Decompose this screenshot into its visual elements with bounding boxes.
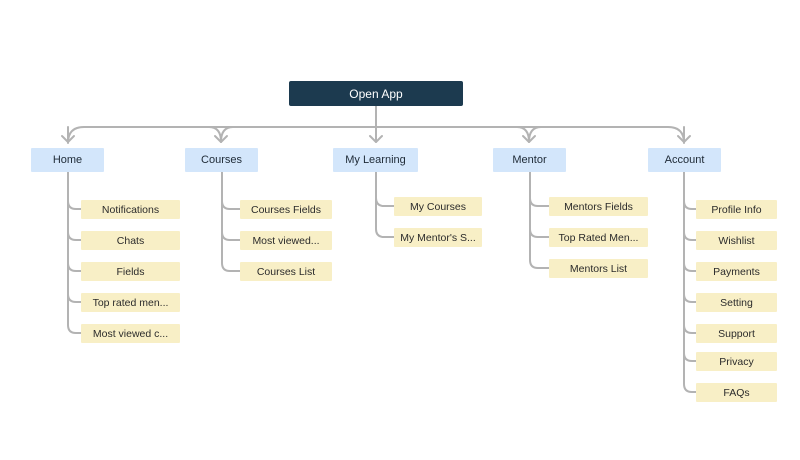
arrowhead-3 xyxy=(522,135,536,143)
arrowhead-2 xyxy=(369,135,383,143)
leaf-faqs: FAQs xyxy=(696,383,777,402)
category-courses: Courses xyxy=(185,148,258,172)
leaf-connector-1-1 xyxy=(221,231,241,241)
leaf-connector-3-1 xyxy=(529,228,550,238)
leaf-wishlist: Wishlist xyxy=(696,231,777,250)
leaf-profile-info: Profile Info xyxy=(696,200,777,219)
leaf-privacy: Privacy xyxy=(696,352,777,371)
leaf-connector-0-2 xyxy=(67,262,82,272)
leaf-connector-2-1 xyxy=(375,171,395,238)
leaf-most-viewed-courses: Most viewed c... xyxy=(81,324,180,343)
leaf-connector-4-5 xyxy=(683,352,697,362)
leaf-connector-4-4 xyxy=(683,324,697,334)
category-my-learning: My Learning xyxy=(333,148,418,172)
leaf-connector-4-1 xyxy=(683,231,697,241)
leaf-connector-0-1 xyxy=(67,231,82,241)
leaf-my-courses: My Courses xyxy=(394,197,482,216)
category-branch-b-3 xyxy=(528,126,542,143)
leaf-fields: Fields xyxy=(81,262,180,281)
leaf-connector-3-0 xyxy=(529,197,550,207)
leaf-connector-1-0 xyxy=(221,200,241,210)
arrowhead-0 xyxy=(61,135,75,143)
leaf-connector-2-0 xyxy=(375,197,395,207)
category-account: Account xyxy=(648,148,721,172)
arrowhead-1 xyxy=(214,135,228,143)
leaf-connector-0-4 xyxy=(67,171,82,334)
leaf-notifications: Notifications xyxy=(81,200,180,219)
leaf-courses-list: Courses List xyxy=(240,262,332,281)
leaf-connector-4-6 xyxy=(683,171,697,393)
leaf-most-viewed: Most viewed... xyxy=(240,231,332,250)
leaf-chats: Chats xyxy=(81,231,180,250)
leaf-connector-4-2 xyxy=(683,262,697,272)
leaf-payments: Payments xyxy=(696,262,777,281)
leaf-support: Support xyxy=(696,324,777,343)
leaf-connector-0-3 xyxy=(67,293,82,303)
leaf-top-rated-mentors-2: Top Rated Men... xyxy=(549,228,648,247)
leaf-connector-4-3 xyxy=(683,293,697,303)
category-mentor: Mentor xyxy=(493,148,566,172)
arrowhead-4 xyxy=(677,135,691,143)
leaf-my-mentors: My Mentor's S... xyxy=(394,228,482,247)
leaf-connector-1-2 xyxy=(221,171,241,272)
leaf-connector-0-0 xyxy=(67,200,82,210)
root-node: Open App xyxy=(289,81,463,106)
leaf-courses-fields: Courses Fields xyxy=(240,200,332,219)
leaf-mentors-list: Mentors List xyxy=(549,259,648,278)
leaf-connector-4-0 xyxy=(683,200,697,210)
leaf-connector-3-2 xyxy=(529,171,550,269)
leaf-top-rated-mentors: Top rated men... xyxy=(81,293,180,312)
leaf-setting: Setting xyxy=(696,293,777,312)
category-branch-b-1 xyxy=(220,126,234,143)
category-home: Home xyxy=(31,148,104,172)
leaf-mentors-fields: Mentors Fields xyxy=(549,197,648,216)
